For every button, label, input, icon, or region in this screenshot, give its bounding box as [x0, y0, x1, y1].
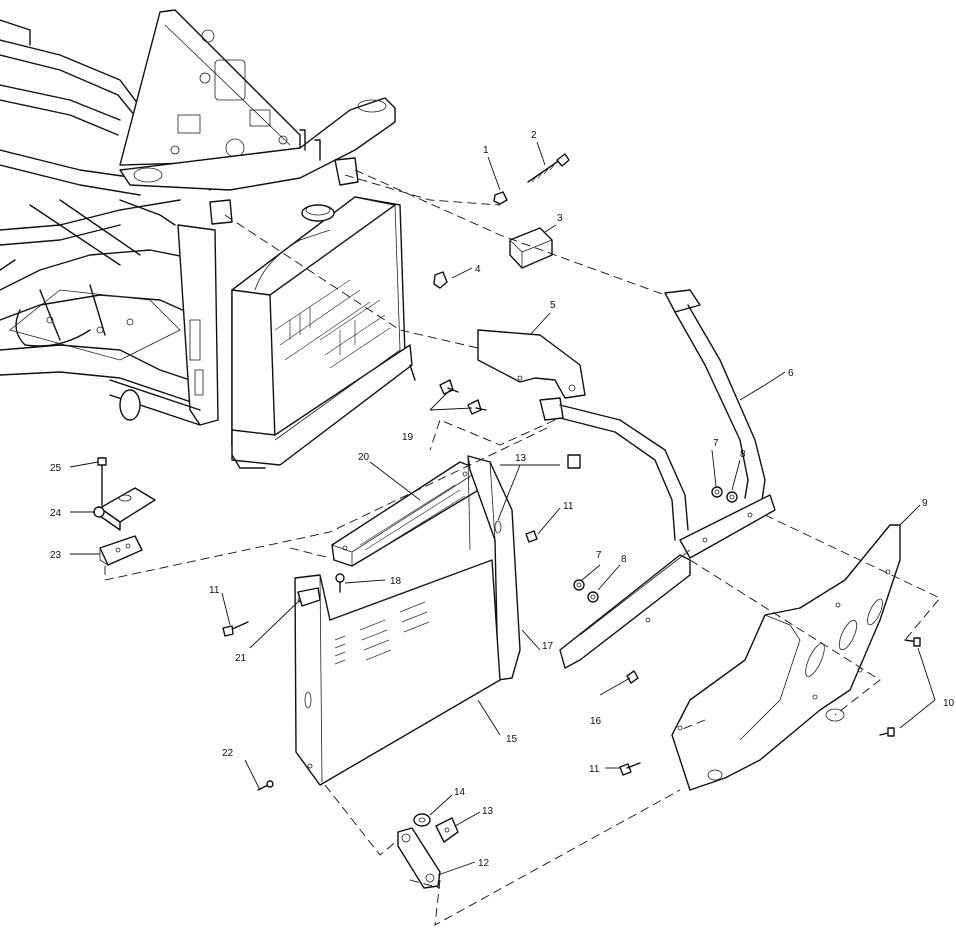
- callout-1: 1: [483, 145, 489, 156]
- callout-21: 21: [235, 653, 247, 664]
- washers: [573, 486, 738, 603]
- shroud-15: [294, 559, 501, 786]
- callout-13b: 13: [482, 806, 494, 817]
- side-panel-17: [467, 455, 521, 681]
- vehicle-frame: [0, 9, 396, 426]
- callout-5: 5: [550, 300, 556, 311]
- callout-4: 4: [475, 264, 481, 275]
- callout-6: 6: [788, 368, 794, 379]
- callout-7b: 7: [596, 550, 602, 561]
- rivet-19b: [467, 399, 482, 415]
- callout-25: 25: [50, 463, 62, 474]
- callout-10: 10: [943, 698, 955, 709]
- skid-plate-9: [671, 524, 901, 791]
- callout-19: 19: [402, 432, 414, 443]
- callout-7a: 7: [713, 438, 719, 449]
- callout-15: 15: [506, 734, 518, 745]
- callout-16: 16: [590, 716, 602, 727]
- callout-24: 24: [50, 508, 62, 519]
- grille-20: [331, 461, 483, 567]
- leader-lines: [69, 141, 936, 876]
- callout-22: 22: [222, 748, 234, 759]
- bumper-6: [539, 289, 776, 669]
- callout-2: 2: [531, 130, 537, 141]
- bracket-13: [435, 817, 459, 843]
- callout-11b: 11: [209, 585, 220, 596]
- callout-12: 12: [478, 858, 490, 869]
- grommet-14: [413, 813, 431, 827]
- callout-8b: 8: [621, 554, 627, 565]
- bracket-21: [297, 587, 321, 607]
- bolt-2-head: [556, 153, 570, 167]
- callout-23: 23: [50, 550, 62, 561]
- rivet-19a: [439, 379, 454, 395]
- bolt-2-shank: [527, 159, 561, 183]
- callout-18: 18: [390, 576, 402, 587]
- callout-13a: 13: [515, 453, 527, 464]
- bracket-12: [397, 827, 441, 889]
- callout-20: 20: [358, 452, 370, 463]
- bracket-23: [99, 535, 143, 566]
- lower-brackets: [397, 813, 459, 889]
- plate-5: [439, 329, 586, 415]
- radiator: [231, 196, 416, 469]
- fasteners-top: [433, 153, 570, 289]
- callout-8a: 8: [740, 449, 746, 460]
- clip-4: [433, 271, 448, 289]
- callout-labels: 1 2 3 4 5 6 7 7 8 8 9 10 11 11 11 12 13 …: [50, 130, 955, 869]
- callout-11a: 11: [563, 501, 574, 512]
- callout-11c: 11: [589, 764, 600, 775]
- screws: [222, 530, 921, 791]
- callout-3: 3: [557, 213, 563, 224]
- callout-17: 17: [542, 641, 554, 652]
- nut-1: [493, 191, 508, 205]
- callout-9: 9: [922, 498, 928, 509]
- assembly-lines: [104, 169, 941, 926]
- mount-parts: [93, 457, 156, 566]
- callout-14: 14: [454, 787, 466, 798]
